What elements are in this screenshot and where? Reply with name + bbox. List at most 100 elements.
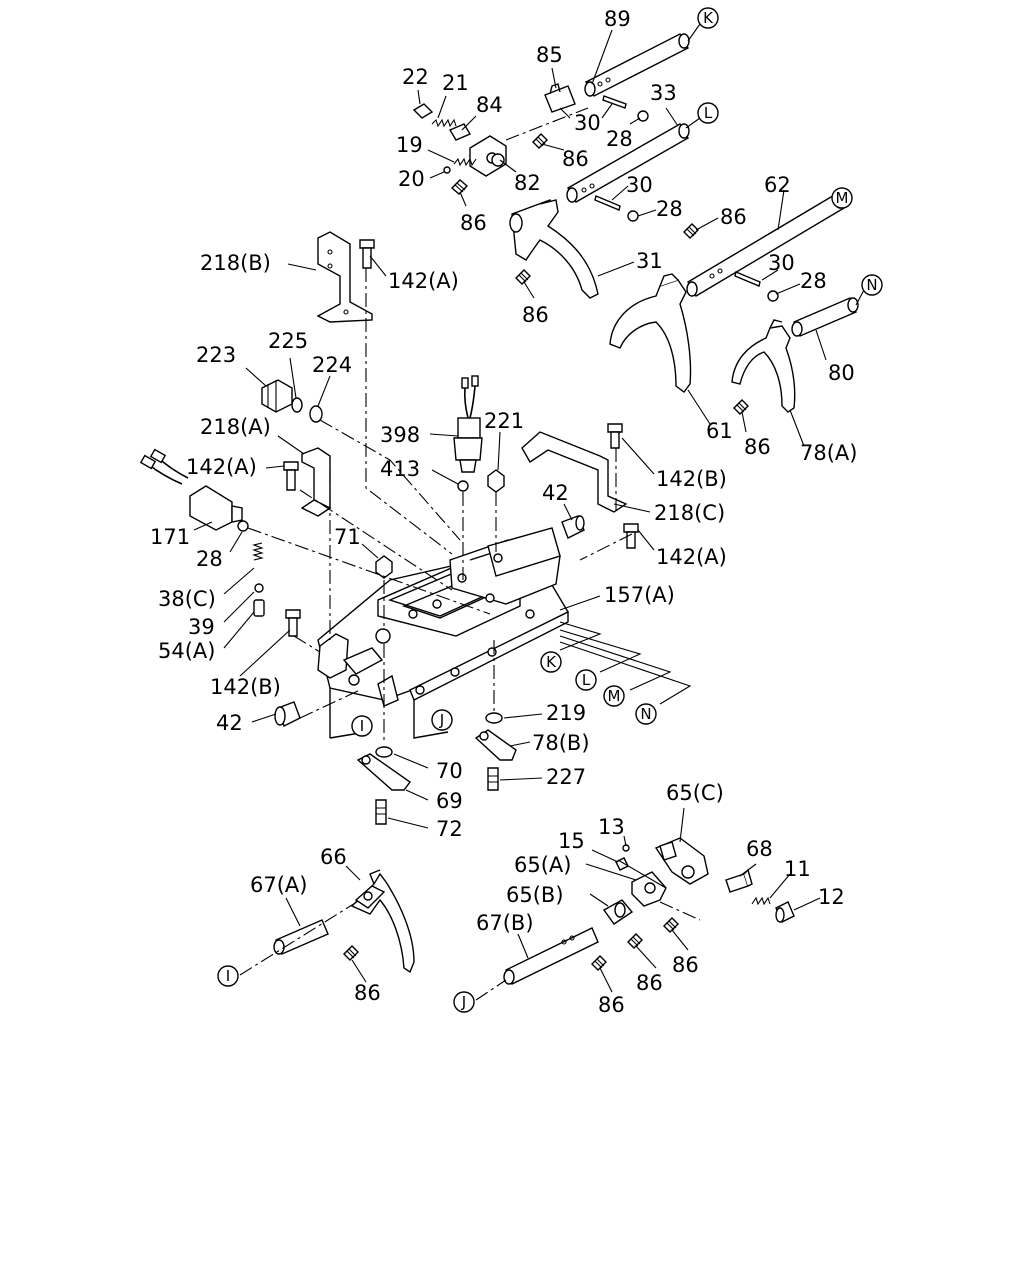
ref-circle-m-bottom: M bbox=[603, 685, 625, 707]
shift-housing-157a bbox=[317, 527, 569, 739]
label-89: 89 bbox=[604, 7, 631, 31]
bolt-142a-right bbox=[623, 523, 639, 549]
svg-text:L: L bbox=[582, 671, 591, 689]
label-65a: 65(A) bbox=[514, 853, 571, 877]
ref-circle-k-bottom: K bbox=[540, 651, 562, 673]
svg-text:N: N bbox=[866, 276, 877, 294]
label-12: 12 bbox=[818, 885, 845, 909]
washer-225 bbox=[291, 397, 303, 413]
bolt-86-fork78a bbox=[733, 399, 749, 415]
bracket-218a bbox=[300, 447, 332, 518]
washer-224 bbox=[309, 405, 323, 423]
ref-circle-i-upper: I bbox=[351, 715, 373, 737]
spring-38c bbox=[252, 542, 264, 561]
bracket-218c bbox=[521, 431, 628, 513]
label-413: 413 bbox=[380, 457, 420, 481]
bolt-142a-left bbox=[283, 461, 299, 491]
shift-fork-61 bbox=[609, 273, 692, 393]
svg-text:M: M bbox=[836, 189, 849, 207]
label-11: 11 bbox=[784, 857, 811, 881]
label-221: 221 bbox=[484, 409, 524, 433]
plug-12 bbox=[775, 901, 795, 923]
washer-70 bbox=[375, 746, 393, 758]
label-142b-left: 142(B) bbox=[210, 675, 281, 699]
ball-39 bbox=[254, 583, 264, 593]
svg-text:I: I bbox=[226, 967, 230, 985]
plunger-54a bbox=[253, 599, 265, 617]
label-67a: 67(A) bbox=[250, 873, 307, 897]
label-62: 62 bbox=[764, 173, 791, 197]
label-15: 15 bbox=[558, 829, 585, 853]
lever-69 bbox=[356, 753, 411, 791]
label-86-detent: 86 bbox=[460, 211, 487, 235]
washer-219 bbox=[485, 712, 503, 724]
label-84: 84 bbox=[476, 93, 503, 117]
pin-30-mid bbox=[594, 195, 621, 211]
label-28-mid: 28 bbox=[656, 197, 683, 221]
label-22: 22 bbox=[402, 65, 429, 89]
svg-text:K: K bbox=[546, 653, 557, 671]
clamp-85 bbox=[544, 83, 576, 113]
bolt-86-detent bbox=[450, 179, 469, 195]
label-28-upper: 28 bbox=[606, 127, 633, 151]
shift-fork-66 bbox=[350, 869, 415, 974]
bolt-86-fork66 bbox=[343, 945, 359, 961]
ball-413 bbox=[457, 480, 469, 492]
label-28-right: 28 bbox=[800, 269, 827, 293]
svg-text:N: N bbox=[640, 705, 651, 723]
pin-30-upper bbox=[602, 95, 627, 109]
label-86-lower-b: 86 bbox=[636, 971, 663, 995]
label-66: 66 bbox=[320, 845, 347, 869]
rod-67b bbox=[503, 927, 599, 985]
bolt-86-fork61-top bbox=[683, 223, 699, 239]
nut-71 bbox=[375, 555, 393, 579]
plug-223 bbox=[261, 379, 293, 413]
ref-circle-n-bottom: N bbox=[635, 703, 657, 725]
label-67b: 67(B) bbox=[476, 911, 534, 935]
bushing-42-right bbox=[561, 515, 585, 539]
label-30-upper: 30 bbox=[574, 111, 601, 135]
ball-28-right bbox=[767, 290, 779, 302]
label-68: 68 bbox=[746, 837, 773, 861]
label-80: 80 bbox=[828, 361, 855, 385]
pin-72 bbox=[375, 799, 387, 825]
bolt-142a-top bbox=[359, 239, 375, 269]
label-38c: 38(C) bbox=[158, 587, 216, 611]
lever-65a bbox=[631, 871, 667, 907]
lever-78b bbox=[474, 729, 517, 761]
label-72: 72 bbox=[436, 817, 463, 841]
ball-28-left bbox=[237, 520, 249, 532]
ball-28-upper bbox=[637, 110, 649, 122]
bolt-86-fork31 bbox=[515, 269, 531, 285]
bushing-42-left bbox=[274, 701, 301, 727]
plug-22 bbox=[412, 103, 434, 119]
switch-398 bbox=[453, 375, 483, 473]
label-142a-top: 142(A) bbox=[388, 269, 459, 293]
label-31: 31 bbox=[636, 249, 663, 273]
label-86-fork66: 86 bbox=[354, 981, 381, 1005]
bolt-86-lower-c bbox=[663, 917, 679, 933]
bracket-218b bbox=[316, 231, 373, 323]
svg-text:J: J bbox=[439, 711, 444, 729]
nut-82 bbox=[491, 153, 505, 167]
spring-11 bbox=[751, 896, 771, 906]
label-39: 39 bbox=[188, 615, 215, 639]
label-218c: 218(C) bbox=[654, 501, 725, 525]
label-70: 70 bbox=[436, 759, 463, 783]
label-13: 13 bbox=[598, 815, 625, 839]
label-86-lower-c: 86 bbox=[672, 953, 699, 977]
label-398: 398 bbox=[380, 423, 420, 447]
ref-circle-k-top: K bbox=[697, 7, 719, 29]
lever-65c bbox=[654, 837, 709, 885]
label-86-lower-a: 86 bbox=[598, 993, 625, 1017]
label-78a: 78(A) bbox=[800, 441, 857, 465]
label-218b: 218(B) bbox=[200, 251, 271, 275]
spring-19 bbox=[453, 157, 477, 167]
label-157a: 157(A) bbox=[604, 583, 675, 607]
shift-fork-31 bbox=[509, 199, 599, 299]
pin-30-right bbox=[734, 271, 761, 287]
ref-circle-l-bottom: L bbox=[575, 669, 597, 691]
bolt-86-lower-a bbox=[591, 955, 607, 971]
label-223: 223 bbox=[196, 343, 236, 367]
